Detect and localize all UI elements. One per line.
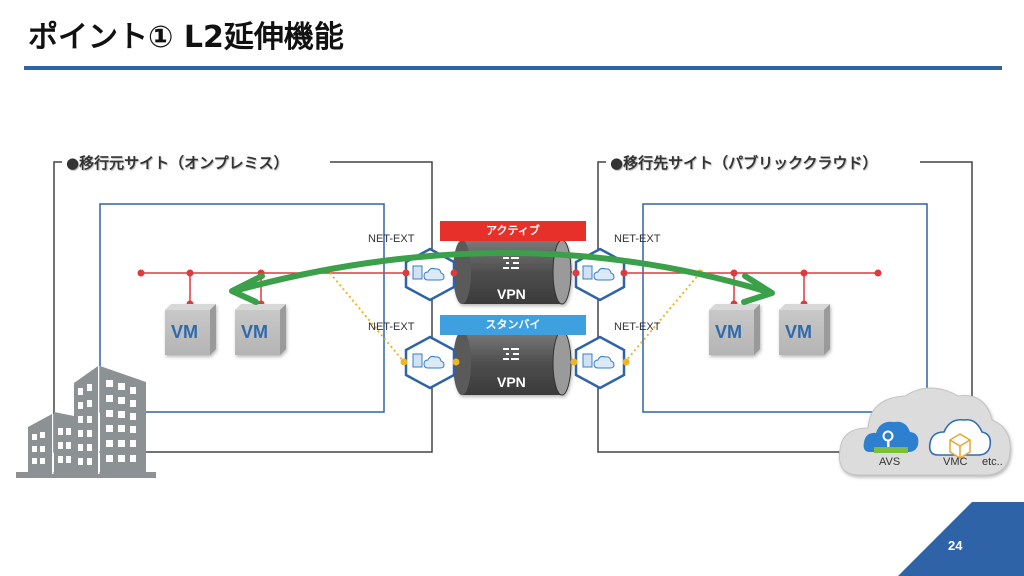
source-site-label: ●移行元サイト（オンプレミス） (62, 152, 293, 173)
target-site-label: ●移行先サイト（パブリッククラウド） (606, 152, 882, 173)
source-site-frame (53, 161, 433, 453)
source-l2-segment (137, 269, 412, 308)
vpn-label: VPN (497, 374, 526, 390)
vm-box (165, 304, 216, 355)
vmc-icon (928, 418, 992, 459)
net-ext-label: NET-EXT (614, 321, 661, 333)
net-ext-label: NET-EXT (368, 321, 415, 333)
vm-box (235, 304, 286, 355)
l2-extension-arrow (229, 250, 775, 305)
vm-box (709, 304, 760, 355)
vm-label: VM (241, 322, 268, 342)
vpn-gateway-icon (503, 257, 519, 269)
target-network-box (642, 203, 928, 413)
vm-box (779, 304, 830, 355)
etc-label: etc.. (982, 456, 1003, 468)
slide-title: ポイント① L2延伸機能 (28, 20, 344, 55)
standby-status-badge: スタンバイ (440, 315, 586, 335)
target-site-frame (597, 161, 973, 453)
vm-label: VM (171, 322, 198, 342)
net-ext-label: NET-EXT (614, 233, 661, 245)
title-divider (24, 66, 1002, 70)
net-ext-appliance-icon (404, 247, 456, 302)
page-number-badge (898, 502, 1024, 576)
net-ext-appliance-icon (574, 335, 626, 390)
vm-label: VM (785, 322, 812, 342)
source-network-box (99, 203, 385, 413)
avs-label: AVS (879, 456, 901, 468)
office-building-icon (16, 366, 156, 478)
vm-label: VM (715, 322, 742, 342)
active-status-badge: アクティブ (440, 221, 586, 241)
connection-dots (400, 269, 630, 366)
net-ext-label: NET-EXT (368, 233, 415, 245)
vpn-gateway-icon (503, 348, 519, 360)
net-ext-appliance-icon (404, 335, 456, 390)
vpn-label: VPN (497, 286, 526, 302)
vmc-label: VMC (943, 456, 968, 468)
page-number: 24 (948, 538, 963, 553)
standby-vpn-tunnel (453, 330, 572, 396)
avs-icon (863, 421, 919, 453)
